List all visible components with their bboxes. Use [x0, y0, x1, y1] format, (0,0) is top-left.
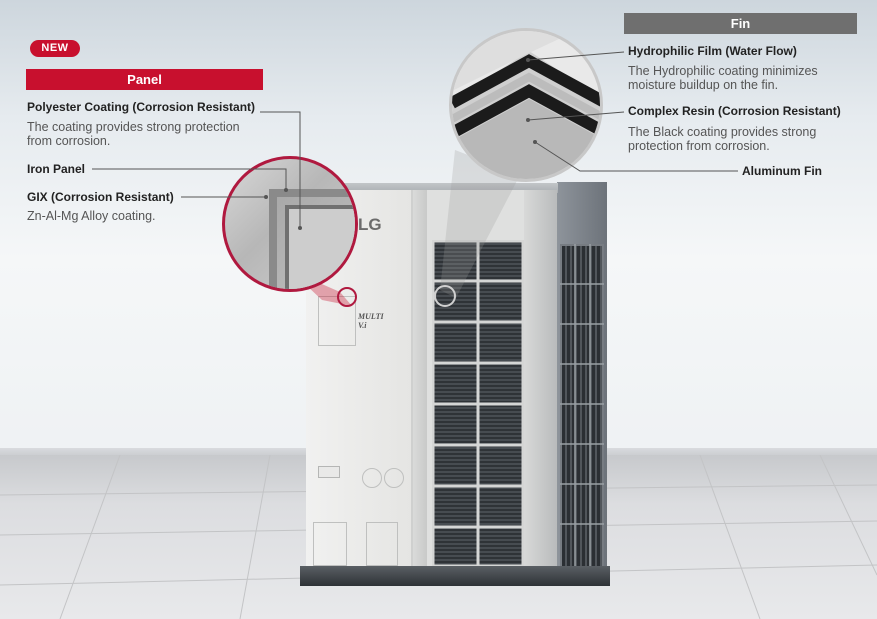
front-right-frame [524, 190, 557, 572]
complex-resin-label: Complex Resin (Corrosion Resistant) [628, 104, 841, 118]
lg-logo-text: LG [358, 215, 382, 234]
complex-resin-desc: The Black coating provides strong protec… [628, 125, 817, 153]
gix-label: GIX (Corrosion Resistant) [27, 190, 174, 204]
hydrophilic-film-desc: The Hydrophilic coating minimizes moistu… [628, 64, 818, 92]
fin-magnifier [449, 28, 603, 182]
polyester-coating-label: Polyester Coating (Corrosion Resistant) [27, 100, 256, 114]
front-panel-divider [413, 190, 427, 572]
panel-magnifier [222, 156, 358, 292]
knockout-hole [384, 468, 404, 488]
polyester-coating-desc: The coating provides strong protection f… [27, 120, 240, 148]
aluminum-fin-label: Aluminum Fin [742, 164, 822, 178]
side-coil [560, 244, 604, 569]
unit-top [338, 183, 558, 193]
pipe-connection-panel [313, 522, 347, 566]
unit-base [300, 566, 610, 586]
fin-zoom-spot [434, 285, 456, 307]
hydrophilic-film-label: Hydrophilic Film (Water Flow) [628, 44, 797, 58]
new-badge: NEW [30, 40, 80, 57]
gix-desc: Zn-Al-Mg Alloy coating. [27, 209, 156, 223]
pipe-connection-panel [366, 522, 398, 566]
panel-zoom-spot [337, 287, 357, 307]
iron-panel-label: Iron Panel [27, 162, 86, 176]
side-coil-grid [560, 244, 604, 569]
model-name: MULTI V.i [358, 312, 384, 330]
fan-grille-frame [432, 240, 524, 567]
vent-slot [318, 466, 340, 478]
knockout-hole [362, 468, 382, 488]
panel-section-header: Panel [26, 69, 263, 90]
fin-section-header: Fin [624, 13, 857, 34]
